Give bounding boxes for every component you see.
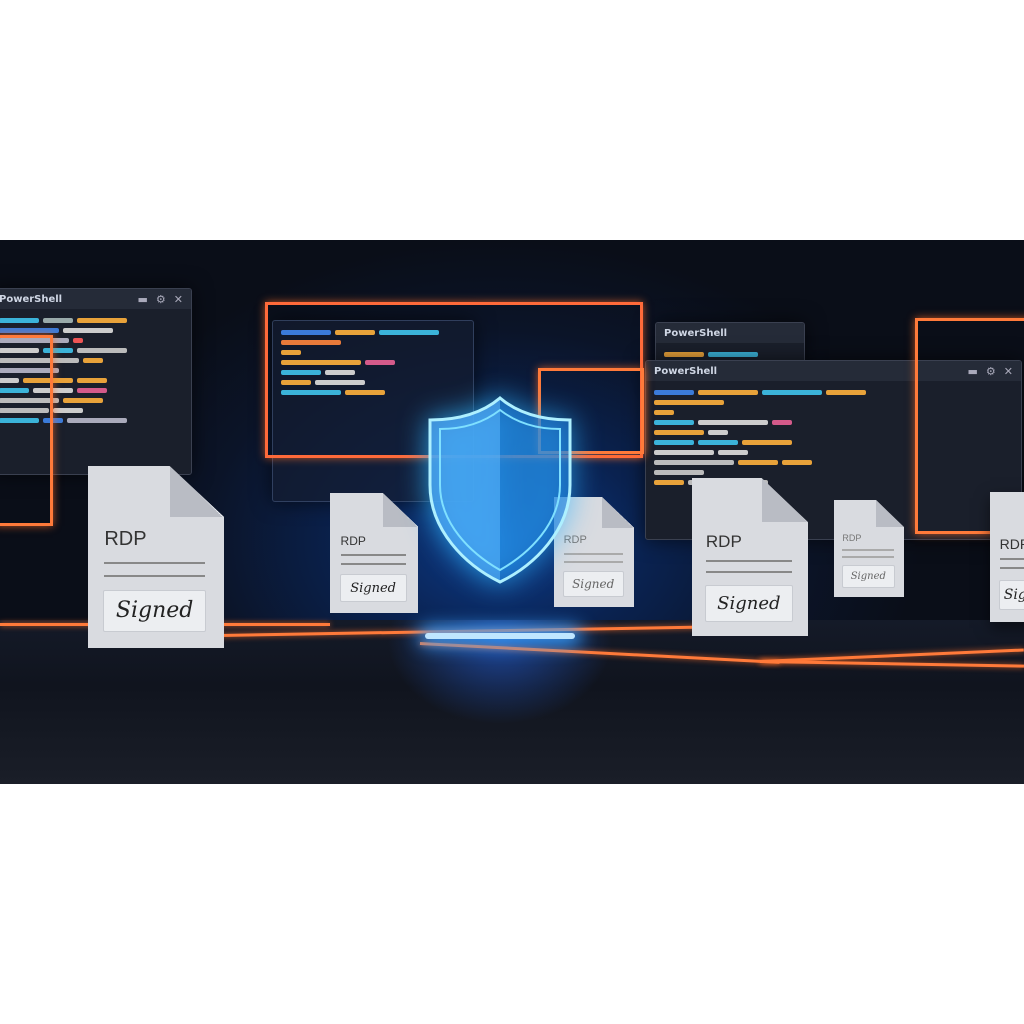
minimize-icon[interactable]: ▬ bbox=[967, 364, 978, 378]
rdp-document: RDP Signed bbox=[990, 492, 1024, 622]
window-title: PowerShell bbox=[664, 327, 728, 339]
neon-frame bbox=[538, 368, 644, 454]
document-label: RDP bbox=[104, 527, 147, 550]
signature-box: Signed bbox=[841, 564, 895, 589]
neon-frame bbox=[0, 335, 53, 526]
minimize-icon[interactable]: ▬ bbox=[137, 292, 148, 306]
code-block bbox=[273, 321, 473, 404]
neon-frame bbox=[915, 318, 1024, 534]
document-label: RDP bbox=[842, 532, 862, 543]
signature-text: Signed bbox=[850, 571, 886, 583]
shield-icon bbox=[428, 396, 572, 584]
document-label: RDP bbox=[340, 533, 366, 548]
powershell-window-left: PowerShell ▬ ⚙ ✕ bbox=[0, 288, 192, 475]
code-block bbox=[0, 309, 191, 432]
floor-glow bbox=[340, 620, 660, 784]
signature-box: Signed bbox=[339, 573, 407, 603]
signature-text: Signed bbox=[115, 598, 194, 624]
rdp-document: RDP Signed bbox=[692, 478, 808, 636]
signature-text: Signed bbox=[350, 580, 396, 596]
window-title: PowerShell bbox=[0, 293, 63, 305]
powershell-window-center bbox=[272, 320, 474, 502]
close-icon[interactable]: ✕ bbox=[173, 292, 183, 306]
document-label: RDP bbox=[999, 536, 1024, 553]
rdp-document: RDP Signed bbox=[88, 466, 224, 648]
signature-box: Signed bbox=[704, 585, 793, 622]
signature-box: Signed bbox=[562, 570, 624, 598]
document-label: RDP bbox=[563, 534, 587, 547]
signature-box: Signed bbox=[102, 589, 207, 632]
document-label: RDP bbox=[705, 531, 742, 551]
signature-box: Signed bbox=[998, 579, 1024, 611]
illustration-scene: PowerShell ▬ ⚙ ✕ bbox=[0, 240, 1024, 784]
signature-text: Signed bbox=[717, 592, 781, 614]
maximize-icon[interactable]: ⚙ bbox=[155, 292, 166, 306]
light-beam bbox=[425, 633, 575, 639]
signature-text: Signed bbox=[1003, 587, 1024, 604]
close-icon[interactable]: ✕ bbox=[1003, 364, 1013, 378]
rdp-document: RDP Signed bbox=[330, 493, 418, 613]
signature-text: Signed bbox=[572, 577, 615, 592]
maximize-icon[interactable]: ⚙ bbox=[985, 364, 996, 378]
window-title: PowerShell bbox=[654, 365, 718, 377]
